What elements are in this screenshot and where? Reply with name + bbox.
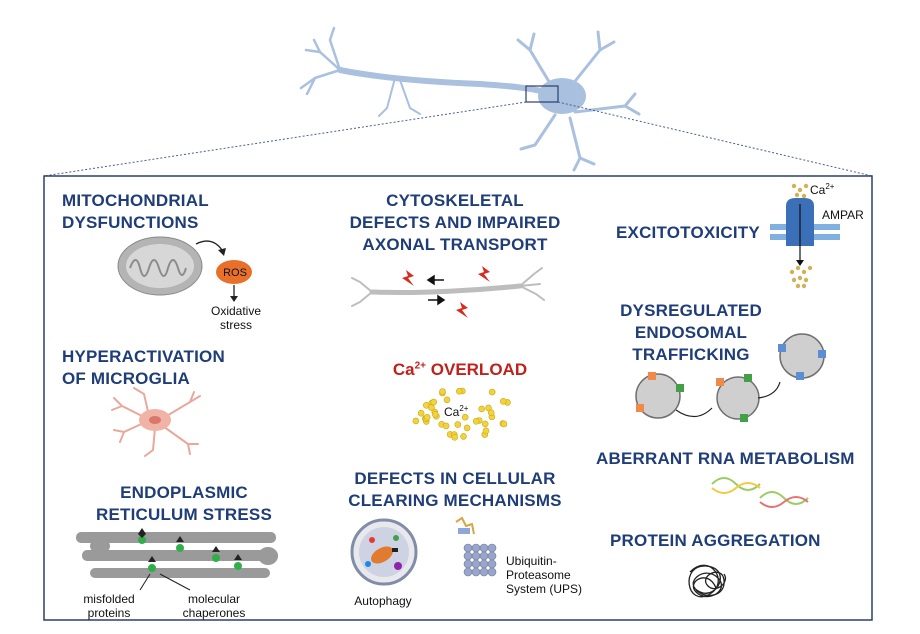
autophagy-label: Autophagy: [354, 594, 412, 608]
calcium-ion: [423, 413, 431, 421]
ampar-label: AMPAR: [822, 208, 864, 222]
ca-symbol: Ca: [444, 405, 460, 419]
transport-arrows: [426, 274, 446, 306]
neuron-soma: [538, 78, 586, 114]
ca-charge: 2+: [414, 360, 427, 372]
axon-icon: [351, 267, 545, 307]
overload-word: OVERLOAD: [426, 360, 528, 379]
neuron-illustration: [299, 26, 641, 172]
ca-symbol: Ca: [392, 360, 415, 379]
lightning-icon: [456, 302, 468, 318]
endosome-icon: [635, 372, 684, 419]
calcium-ion: [439, 388, 446, 395]
heading-rna: ABERRANT RNA METABOLISM: [596, 449, 855, 468]
heading-aggregation: PROTEIN AGGREGATION: [610, 531, 821, 550]
calcium-ion: [442, 422, 450, 430]
calcium-ion: [488, 388, 496, 396]
calcium-ion: [417, 409, 425, 417]
ampar-ca-label: Ca2+: [810, 180, 850, 197]
calcium-ion: [481, 420, 489, 428]
calcium-ion: [412, 417, 420, 425]
calcium-ion: [430, 398, 438, 406]
calcium-ion: [454, 421, 462, 428]
lightning-icon: [478, 266, 490, 282]
trafficking-arrow: [675, 407, 713, 418]
ampar-receptor-icon: [770, 183, 840, 289]
calcium-ion: [431, 410, 439, 418]
calcium-ion: [443, 396, 451, 404]
ca-symbol: Ca: [810, 183, 826, 197]
microglia-icon: [111, 387, 201, 457]
endosome-icon: [778, 333, 826, 380]
rna-strands-icon: [711, 477, 809, 508]
misfolded-protein-markers: [138, 528, 242, 572]
lightning-icon: [402, 270, 414, 286]
arrowhead: [230, 296, 238, 302]
calcium-ion: [500, 420, 508, 428]
proteasome-icon: [455, 516, 497, 577]
arrow-to-ros: [195, 240, 223, 251]
ros-badge: [216, 260, 252, 284]
heading-excitotoxicity: EXCITOTOXICITY: [616, 223, 760, 242]
calcium-ion: [428, 404, 435, 411]
calcium-ion: [478, 405, 486, 413]
zoom-line-right: [557, 101, 873, 177]
endosome-icon: [716, 374, 760, 422]
zoom-box: [525, 85, 559, 103]
ca-charge: 2+: [459, 404, 469, 413]
endoplasmic-reticulum-icon: [76, 532, 278, 578]
mitochondrion-icon: [117, 236, 203, 296]
protein-aggregate-icon: [688, 564, 727, 598]
calcium-ion: [451, 433, 459, 441]
calcium-ion: [487, 409, 495, 417]
autophagy-icon: [350, 518, 418, 586]
calcium-ion: [482, 427, 490, 435]
pointer-line: [159, 573, 191, 591]
zoom-line-left: [43, 101, 527, 177]
arrowhead: [218, 248, 226, 256]
calcium-ions-cloud: [412, 387, 511, 441]
calcium-ion: [460, 433, 467, 440]
calcium-ion: [499, 397, 507, 405]
calcium-ion: [461, 413, 469, 421]
ros-label: ROS: [223, 267, 247, 279]
calcium-ion: [463, 424, 471, 432]
ca-ion-label: Ca2+: [444, 402, 484, 419]
microglia-nucleus: [149, 416, 161, 424]
calcium-ion: [455, 387, 463, 395]
calcium-ion: [472, 417, 480, 425]
pointer-line: [139, 573, 151, 591]
heading-ca-overload: Ca2+ OVERLOAD: [360, 360, 560, 380]
trafficking-arrow: [757, 381, 781, 399]
ca-charge: 2+: [825, 182, 835, 191]
